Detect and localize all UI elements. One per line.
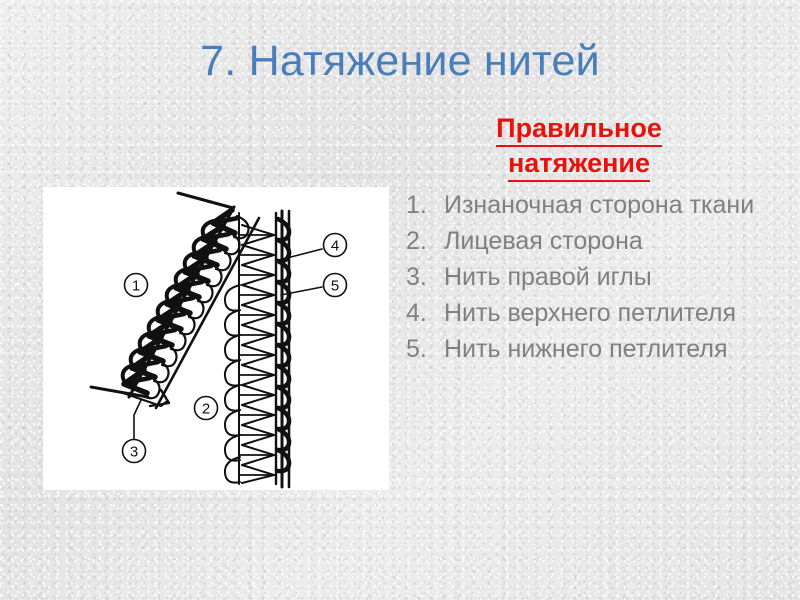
list-item-text: Изнаночная сторона ткани bbox=[444, 191, 755, 219]
section-subtitle: Правильное натяжение bbox=[404, 112, 782, 182]
list-item-number: 3. bbox=[406, 263, 427, 291]
list-item-text: Нить верхнего петлителя bbox=[444, 299, 737, 327]
list-item-text: Лицевая сторона bbox=[444, 227, 643, 255]
subtitle-line-1: Правильное bbox=[404, 112, 754, 147]
list-item: 3. Нить правой иглы bbox=[404, 262, 782, 293]
list-item-number: 2. bbox=[406, 227, 427, 255]
callout-2: 2 bbox=[193, 395, 219, 421]
subtitle-line-2: натяжение bbox=[404, 147, 754, 182]
list-item: 2. Лицевая сторона bbox=[404, 226, 782, 257]
stitch-diagram-figure: 1 2 3 4 5 bbox=[43, 187, 389, 490]
page-title: 7. Натяжение нитей bbox=[200, 37, 600, 85]
list-item-text: Нить правой иглы bbox=[444, 263, 652, 291]
list-item: 5. Нить нижнего петлителя bbox=[404, 334, 782, 365]
numbered-list: 1. Изнаночная сторона ткани 2. Лицевая с… bbox=[404, 190, 782, 365]
diagonal-fabric-panel bbox=[120, 205, 261, 410]
list-item: 1. Изнаночная сторона ткани bbox=[404, 190, 782, 221]
leader-line-5 bbox=[280, 286, 323, 296]
callout-5-label: 5 bbox=[331, 278, 339, 295]
list-item-number: 5. bbox=[406, 335, 427, 363]
diagram-linework bbox=[89, 191, 323, 489]
list-item-text: Нить нижнего петлителя bbox=[444, 335, 728, 363]
callout-4: 4 bbox=[322, 232, 348, 258]
stitch-diagram-svg: 1 2 3 4 5 bbox=[43, 187, 389, 490]
callout-1-label: 1 bbox=[132, 278, 140, 295]
leader-line-4 bbox=[282, 248, 323, 260]
callout-3-label: 3 bbox=[130, 444, 138, 461]
callout-3: 3 bbox=[121, 438, 147, 464]
list-item: 4. Нить верхнего петлителя bbox=[404, 298, 782, 329]
callout-5: 5 bbox=[322, 272, 348, 298]
vertical-fabric-panel bbox=[223, 209, 292, 489]
leader-line-3 bbox=[133, 399, 142, 442]
callout-2-label: 2 bbox=[202, 401, 210, 418]
callout-4-label: 4 bbox=[331, 238, 339, 255]
content-column: Правильное натяжение 1. Изнаночная сторо… bbox=[404, 112, 782, 370]
list-item-number: 4. bbox=[406, 299, 427, 327]
callout-1: 1 bbox=[123, 272, 149, 298]
list-item-number: 1. bbox=[406, 191, 427, 219]
callout-group: 1 2 3 4 5 bbox=[121, 232, 348, 464]
